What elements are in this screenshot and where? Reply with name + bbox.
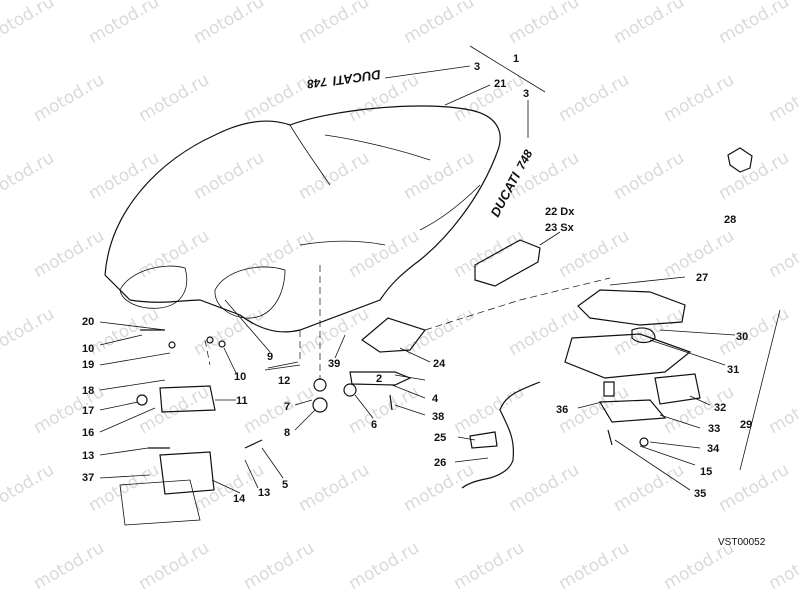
callout-label: 9 (267, 351, 273, 363)
callout-label: 34 (707, 443, 720, 455)
callout-label: 17 (82, 405, 94, 417)
callout-label: 29 (740, 419, 752, 431)
callout-label: 8 (284, 427, 290, 439)
seat-hinge (119, 385, 216, 526)
callout-label: 6 (371, 419, 377, 431)
release-cable (461, 381, 541, 489)
decal-model-side: 748 (514, 147, 536, 172)
callout-label: 1 (513, 53, 519, 65)
group-bracket-29 (739, 309, 781, 471)
callout-label: 24 (433, 358, 446, 370)
group-bracket-1 (469, 45, 546, 93)
callout-label: 3 (474, 61, 480, 73)
callout-label: 32 (714, 402, 726, 414)
callout-label: 18 (82, 385, 94, 397)
callout-label: 20 (82, 316, 94, 328)
callout-label: 2 (376, 373, 382, 385)
callout-label: 37 (82, 472, 94, 484)
callout-label: 19 (82, 359, 94, 371)
callout-label: 26 (434, 457, 446, 469)
callout-label: 36 (556, 404, 568, 416)
callout-label: 25 (434, 432, 446, 444)
callout-label: 12 (278, 375, 290, 387)
callout-label: 30 (736, 331, 748, 343)
callout-label: 31 (727, 364, 739, 376)
drawing-code: VST00052 (718, 537, 766, 548)
callout-underline-12 (264, 364, 301, 371)
callout-label: 39 (328, 358, 340, 370)
callout-label: 23 Sx (545, 222, 575, 234)
alignment-lines (204, 265, 611, 380)
decal-brand-top: DUCATI (332, 67, 382, 89)
leader-lines (99, 65, 736, 494)
small-hardware (136, 329, 357, 449)
latch-bracket (349, 317, 426, 411)
callout-label: 27 (696, 272, 708, 284)
callout-label: 14 (233, 493, 246, 505)
decal-brand-side: DUCATI (487, 170, 523, 220)
callout-label: 22 Dx (545, 206, 575, 218)
callout-label: 21 (494, 78, 506, 90)
callout-label: 10 (82, 343, 94, 355)
callout-label: 7 (284, 401, 290, 413)
callout-label: 10 (234, 371, 246, 383)
seat-assembly (104, 105, 501, 333)
callout-label: 28 (724, 214, 736, 226)
callouts: 1 2 3 3 4 5 6 7 8 9 10 10 11 12 13 13 14… (82, 53, 752, 505)
passenger-pad (474, 239, 541, 287)
callout-label: 3 (523, 88, 529, 100)
callout-label: 4 (432, 393, 439, 405)
callout-label: 38 (432, 411, 444, 423)
callout-label: 13 (258, 487, 270, 499)
decal-top: DUCATI 748 (306, 67, 382, 92)
rubber-buffer-part (727, 147, 753, 173)
rear-light-assembly (564, 289, 701, 447)
callout-label: 16 (82, 427, 94, 439)
callout-label: 5 (282, 479, 288, 491)
callout-label: 13 (82, 450, 94, 462)
decal-model-top: 748 (306, 75, 328, 92)
callout-label: 11 (236, 395, 248, 407)
callout-label: 33 (708, 423, 720, 435)
callout-label: 15 (700, 466, 712, 478)
callout-label: 35 (694, 488, 706, 500)
